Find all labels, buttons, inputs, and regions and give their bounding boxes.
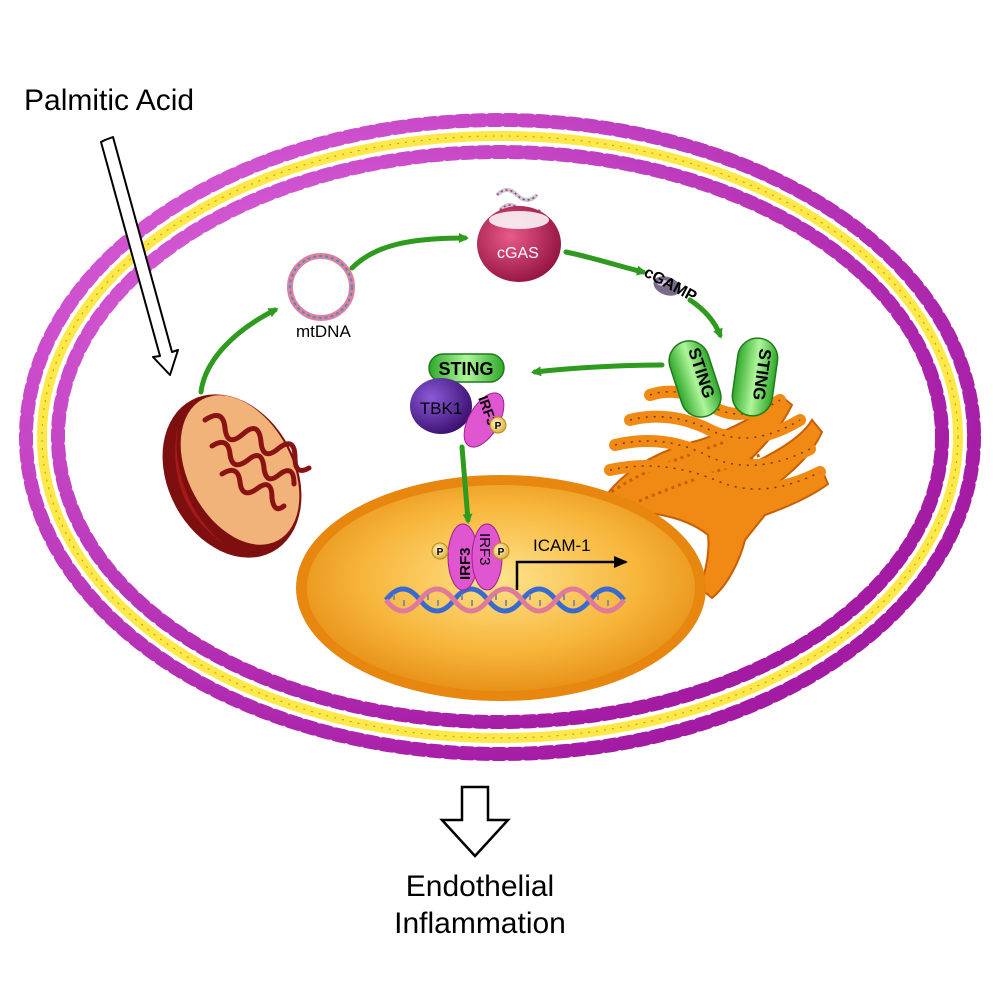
icam1-label: ICAM-1 [533,536,591,555]
tbk1-label: TBK1 [420,399,463,418]
mtdna-ring [287,253,355,321]
phospho-label-right: P [498,547,505,558]
sting-dimer: STING STING [668,337,779,418]
arrow-mtdna-to-cgas [349,233,469,271]
outcome-label: Endothelial Inflammation [330,868,630,942]
outcome-arrow [439,785,511,858]
arrow-cgas-to-cgamp [563,249,647,276]
transcription-arrow [515,556,628,590]
cgamp-molecule [653,276,681,296]
irf3-label-left: IRF3 [457,547,474,580]
stimulus-label: Palmitic Acid [24,84,195,117]
dna-helix [384,586,626,614]
arrow-sting-to-complex [531,362,665,377]
palmitic-acid-arrow [100,136,179,376]
pathway-arrows [198,233,723,524]
sting-complex-label: STING [438,359,493,379]
arrow-complex-to-nucleus [459,444,473,524]
outcome-line1: Endothelial [405,870,555,903]
irf3-label-right: IRF3 [476,533,493,566]
mitochondrion [162,394,312,558]
cell-membrane [19,113,981,761]
cgas-enzyme [477,188,561,282]
arrow-mito-to-mtdna [198,307,279,395]
phospho-complex-label: P [495,421,502,432]
arrow-cgamp-to-sting [687,297,723,339]
irf3-dimer: IRF3 IRF3 P P [431,523,510,591]
sting-tbk1-irf3-complex: STING TBK1 IRF3 P [410,353,507,448]
outcome-line2: Inflammation [394,907,566,940]
cgas-label: cGAS [497,245,539,262]
mtdna-label: mtDNA [296,322,351,341]
phospho-label-left: P [437,547,444,558]
